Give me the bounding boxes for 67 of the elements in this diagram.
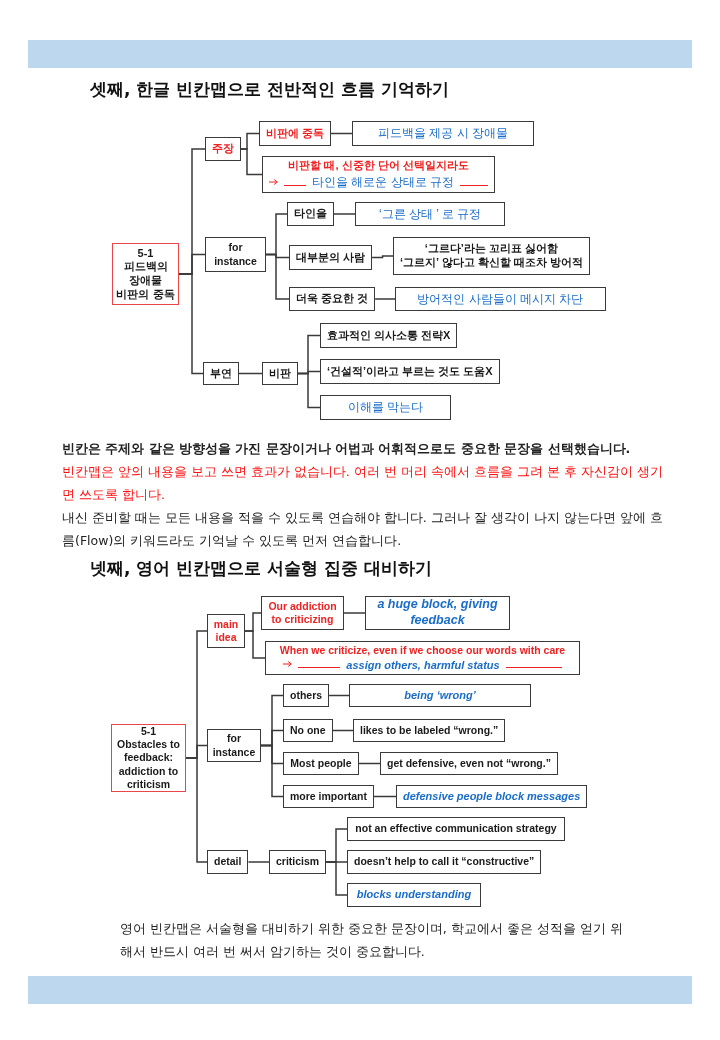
connector-line <box>331 729 354 732</box>
branch-box: for instance <box>207 729 261 762</box>
keyword-box: Our addiction to criticizing <box>261 596 344 630</box>
paragraph-text: 빈칸은 주제와 같은 방향성을 가진 문장이거나 어법과 어휘적으로도 중요한 문장을 선택했습니다. <box>62 440 632 458</box>
connector-line <box>358 762 381 765</box>
connector-line <box>325 861 348 896</box>
keyword-box: criticism <box>269 850 327 874</box>
branch-box: for instance <box>205 237 266 272</box>
note-box <box>262 156 495 193</box>
note-box: doesn’t help to call it “constructive” <box>347 850 542 874</box>
note-box: ‘건설적’이라고 부르는 것도 도움X <box>320 359 500 384</box>
connector-line <box>297 372 321 409</box>
connector-line <box>328 694 350 697</box>
note-box: get defensive, even not “wrong.” <box>380 752 558 775</box>
prompt-text: When we criticize, even if we choose our words with care <box>279 643 566 657</box>
connector-line <box>178 273 204 375</box>
topic-box: 5-1 Obstacles to feedback: addiction to criticism <box>111 724 186 792</box>
connector-line <box>185 757 208 863</box>
note-box: likes to be labeled “wrong.” <box>353 719 506 742</box>
answer-text: assign others, harmful status <box>346 658 500 673</box>
paragraph-text: 내신 준비할 때는 모든 내용을 적을 수 있도록 연습해야 합니다. 그러나 잘 생각이 나지 않는다면 앞에 흐름(Flow)의 키워드라도 기억날 수 있도록 먼저 연습합니다. <box>62 509 664 550</box>
note-box <box>393 237 590 275</box>
branch-box: 부연 <box>203 362 239 385</box>
prompt-text: 비판할 때, 신중한 단어 선택일지라도 <box>288 159 469 173</box>
connector-line <box>333 213 356 215</box>
note-box: 방어적인 사람들이 메시지 차단 <box>395 287 606 311</box>
connector-line <box>374 298 396 300</box>
keyword-box: 비판에 중독 <box>259 121 332 146</box>
keyword-box: No one <box>283 719 333 742</box>
note-box: 피드백을 제공 시 장애물 <box>352 121 534 146</box>
note-box: a huge block, giving feedback <box>365 596 510 630</box>
branch-box: 주장 <box>205 137 241 161</box>
note-box <box>265 641 580 675</box>
keyword-box: Most people <box>283 752 359 775</box>
keyword-box: others <box>283 684 330 707</box>
connector-line <box>265 253 290 300</box>
connector-line <box>238 372 263 375</box>
connector-line <box>330 132 353 135</box>
paragraph-text: 빈칸맵은 앞의 내용을 보고 쓰면 효과가 없습니다. 여러 번 머리 속에서 흐름을 그려 본 후 자신감이 생기면 쓰도록 합니다. <box>62 463 664 504</box>
connector-line <box>244 630 266 659</box>
note-box: ‘그른 상태 ’ 로 규정 <box>355 202 505 226</box>
topic-box: 5-1 피드백의 장애물 비판의 중독 <box>112 243 179 305</box>
statement-text: ‘그르다’라는 꼬리표 싫어함 <box>424 242 558 256</box>
keyword-box: 타인을 <box>287 202 334 226</box>
connector-line <box>343 612 366 614</box>
keyword-box: more important <box>283 785 374 808</box>
keyword-box: 더욱 중요한 것 <box>289 287 376 311</box>
section-heading: 넷째, 영어 빈칸맵으로 서술형 집중 대비하기 <box>90 557 434 580</box>
connector-line <box>247 861 270 863</box>
note-box: defensive people block messages <box>396 785 588 808</box>
note-box: blocks understanding <box>347 883 481 907</box>
connector-line <box>240 148 263 176</box>
keyword-box: 대부분의 사람 <box>289 245 373 270</box>
connector-line <box>373 795 397 798</box>
paragraph-text: 영어 빈칸맵은 서술형을 대비하기 위한 중요한 문장이며, 학교에서 좋은 성적을 얻기 위해서 반드시 여러 번 써서 암기하는 것이 중요합니다. <box>120 920 624 961</box>
branch-box: detail <box>207 850 249 874</box>
note-box: being ‘wrong’ <box>349 684 531 707</box>
note-box: 이해를 막는다 <box>320 395 451 420</box>
connector-line <box>371 255 394 259</box>
connector-line <box>260 744 284 798</box>
section-heading: 셋째, 한글 빈칸맵으로 전반적인 흐름 기억하기 <box>90 78 451 101</box>
note-box: 효과적인 의사소통 전략X <box>320 323 458 348</box>
statement-text: ‘그르지’ 않다고 확신할 때조차 방어적 <box>400 256 583 270</box>
branch-box: main idea <box>207 614 245 648</box>
answer-text: 타인을 해로운 상태로 규정 <box>312 174 454 190</box>
note-box: not an effective communication strategy <box>347 817 565 841</box>
keyword-box: 비판 <box>262 362 298 385</box>
